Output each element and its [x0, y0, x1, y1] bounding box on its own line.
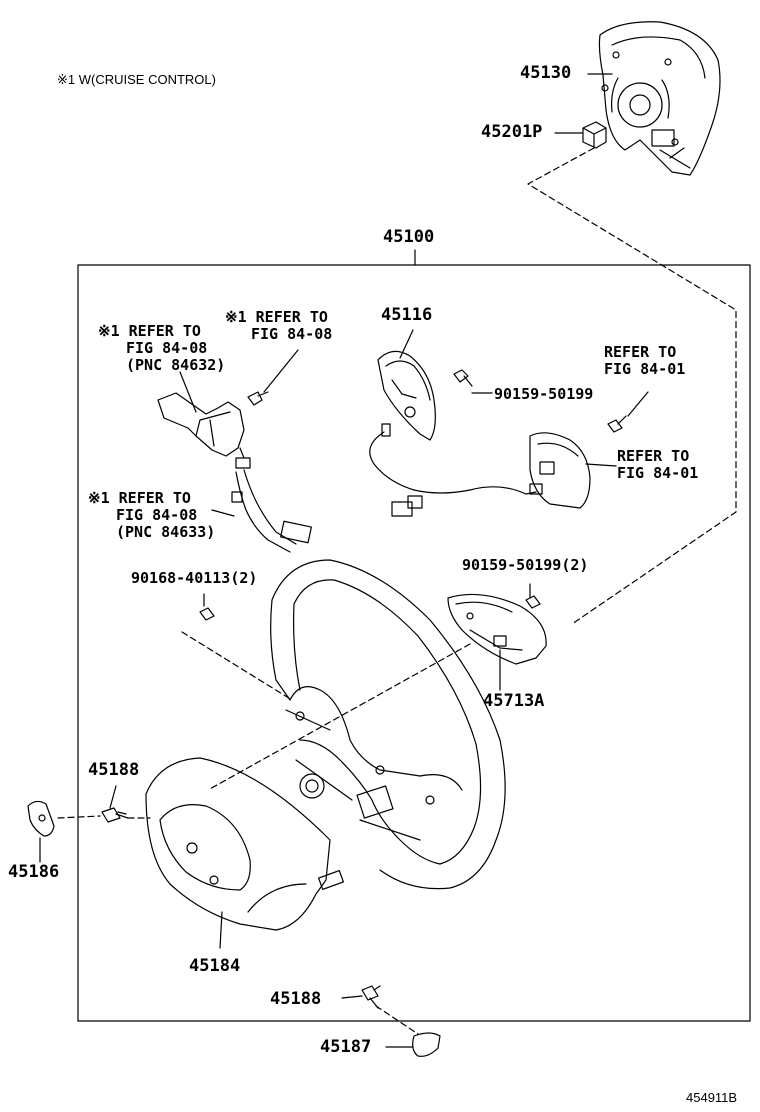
- upper-cover-45116-drawing: [377, 350, 436, 441]
- ref-c-line1: REFER TO: [604, 343, 677, 361]
- ref-e-leader: [211, 509, 235, 517]
- screw-left-dash: [57, 815, 101, 819]
- nut-45201p-drawing: [582, 121, 607, 149]
- ref-a-line1: ※1 REFER TO: [225, 308, 328, 326]
- right-switch-drawing: [529, 432, 591, 509]
- cap-left-drawing: [27, 800, 55, 837]
- drawing-code: 454911B: [686, 1090, 738, 1105]
- airbag-dash-line: [527, 147, 737, 625]
- ref-e-callout: ※1 REFER TO FIG 84-08 (PNC 84633): [88, 490, 215, 541]
- bolt-left-drawing: [199, 593, 215, 621]
- label-screw-left: 45188: [88, 760, 140, 780]
- ref-a-leader: [263, 349, 299, 393]
- label-lower-cover: 45184: [189, 956, 241, 976]
- ref-b-line1: ※1 REFER TO: [98, 322, 201, 340]
- right-cover-dash: [207, 643, 471, 791]
- ref-d-line2: FIG 84-01: [617, 464, 699, 482]
- ref-e-line1: ※1 REFER TO: [88, 489, 191, 507]
- screw-upper-drawing: [453, 369, 473, 387]
- cap-bottom-drawing: [412, 1032, 441, 1057]
- label-assembly: 45100: [383, 227, 435, 247]
- label-screw-bottom: 45188: [270, 989, 322, 1009]
- ref-b-line2: FIG 84-08: [126, 339, 208, 357]
- airbag-module-drawing: [598, 21, 721, 176]
- ref-c-line2: FIG 84-01: [604, 360, 686, 378]
- cruise-switch-drawing: [157, 392, 251, 469]
- screw-bottom-leader: [341, 995, 363, 999]
- label-nut: 45201P: [481, 122, 543, 142]
- ref-b-line3: (PNC 84632): [126, 356, 226, 374]
- label-cap-bottom: 45187: [320, 1037, 372, 1057]
- lower-cover-leader: [219, 911, 223, 949]
- lower-cover-45184-drawing: [145, 757, 344, 931]
- label-upper-cover: 45116: [381, 305, 433, 325]
- ref-c-leader: [627, 391, 649, 417]
- screw-bottom-dash: [375, 1005, 419, 1035]
- ref-d-callout: REFER TO FIG 84-01: [617, 448, 698, 482]
- wire-harness-drawing: [231, 469, 312, 553]
- label-cap-left: 45186: [8, 862, 60, 882]
- label-airbag: 45130: [520, 63, 572, 83]
- bolt-left-dash: [181, 631, 293, 701]
- assembly-frame: [77, 264, 751, 1022]
- upper-cover-leader: [399, 329, 414, 359]
- screw-right-drawing: [607, 415, 627, 433]
- right-cover-45713a-drawing: [447, 593, 547, 665]
- screw-left-drawing: [101, 807, 129, 823]
- label-right-cover: 45713A: [483, 691, 545, 711]
- ref-b-leader: [179, 371, 197, 413]
- ref-d-leader: [585, 463, 617, 467]
- ref-a-line2: FIG 84-08: [251, 325, 333, 343]
- label-screw-2: 90159-50199(2): [462, 556, 589, 574]
- ref-e-line3: (PNC 84633): [116, 523, 216, 541]
- cable-drawing: [369, 423, 537, 517]
- switch-screw-drawing: [247, 391, 269, 406]
- ref-d-line1: REFER TO: [617, 447, 690, 465]
- label-bolt-left: 90168-40113(2): [131, 569, 258, 587]
- ref-a-callout: ※1 REFER TO FIG 84-08: [225, 309, 332, 343]
- screw-bottom-drawing: [361, 985, 381, 1009]
- screw-left-leader: [109, 785, 117, 809]
- ref-e-line2: FIG 84-08: [116, 506, 198, 524]
- screw-2-drawing: [525, 583, 541, 609]
- label-screw-upper: 90159-50199: [494, 385, 594, 403]
- steering-wheel-drawing: [270, 559, 506, 890]
- header-note: ※1 W(CRUISE CONTROL): [57, 72, 216, 87]
- ref-b-callout: ※1 REFER TO FIG 84-08 (PNC 84632): [98, 323, 225, 374]
- ref-c-callout: REFER TO FIG 84-01: [604, 344, 685, 378]
